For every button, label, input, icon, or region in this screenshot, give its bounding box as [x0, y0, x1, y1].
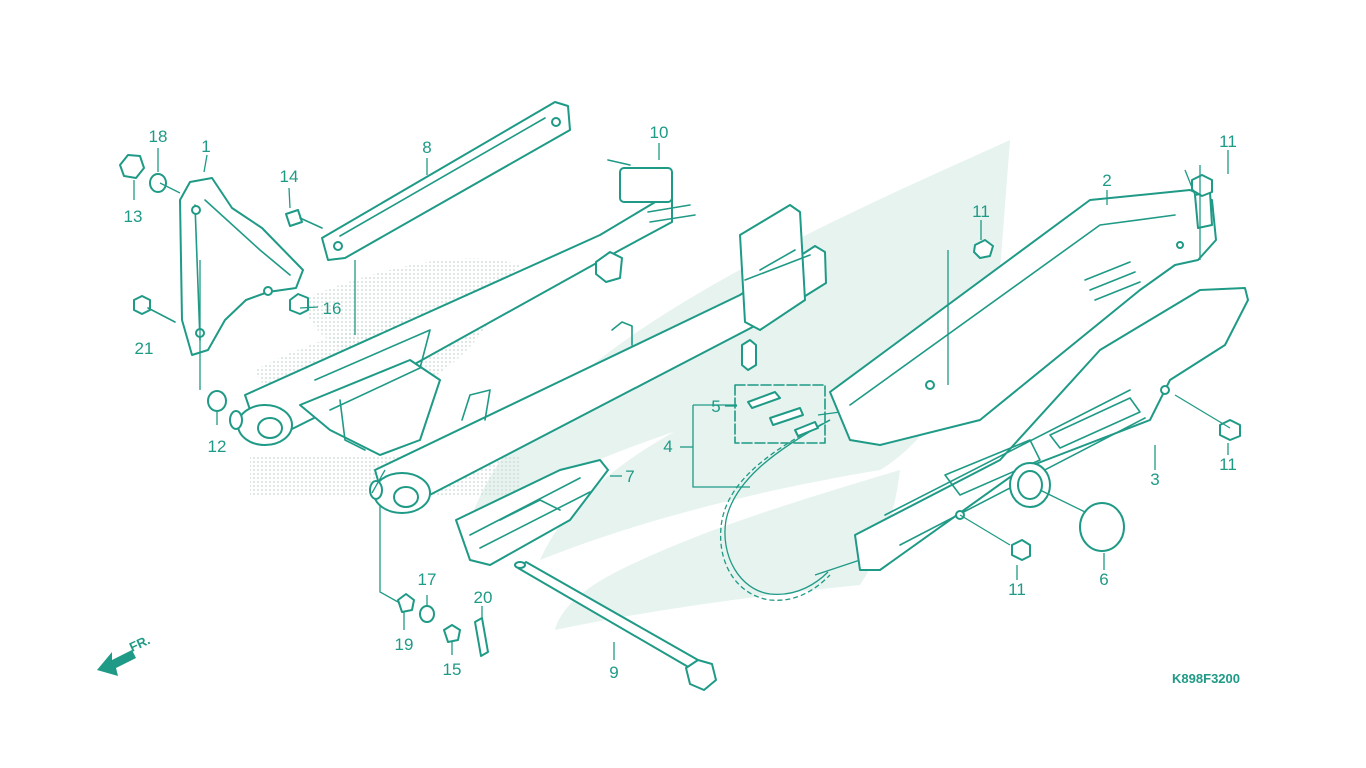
callout-7[interactable]: 7	[625, 467, 634, 486]
nut-part-16[interactable]	[289, 293, 309, 315]
callout-19[interactable]: 19	[395, 635, 414, 654]
bolt-part-11-lower[interactable]	[1011, 539, 1031, 561]
callout-16[interactable]: 16	[323, 299, 342, 318]
washer-part-12[interactable]	[207, 390, 227, 412]
callout-13[interactable]: 13	[124, 207, 143, 226]
washer-part-18[interactable]	[149, 173, 167, 193]
callout-3[interactable]: 3	[1150, 470, 1159, 489]
chain-slider-part-7[interactable]	[455, 459, 609, 566]
bolt-part-11-right[interactable]	[1219, 419, 1241, 441]
chain-case-lower-part-3[interactable]	[854, 287, 1249, 571]
drawing-code: K898F3200	[1172, 671, 1240, 686]
callout-11-right[interactable]: 11	[1219, 455, 1237, 474]
nut-part-19[interactable]	[397, 593, 415, 613]
callout-12[interactable]: 12	[208, 437, 227, 456]
callout-11-lower[interactable]: 11	[1008, 580, 1026, 599]
callout-9[interactable]: 9	[609, 663, 618, 682]
callout-14[interactable]: 14	[280, 167, 299, 186]
nut-part-13[interactable]	[119, 154, 145, 179]
callout-1[interactable]: 1	[201, 137, 210, 156]
inspection-cap-part-6[interactable]	[1079, 502, 1125, 552]
bolt-part-11-right-top[interactable]	[1191, 174, 1213, 197]
bolt-part-21[interactable]	[133, 295, 151, 315]
callout-2[interactable]: 2	[1102, 171, 1111, 190]
pivot-bolt-part-9[interactable]	[514, 561, 717, 691]
master-link-part-5[interactable]	[734, 384, 826, 444]
callout-6[interactable]: 6	[1099, 570, 1108, 589]
front-direction-arrow: FR.	[97, 632, 152, 676]
nut-part-15[interactable]	[443, 624, 461, 643]
chain-case-upper-part-2[interactable]	[829, 189, 1217, 446]
washer-part-17[interactable]	[419, 605, 435, 623]
swing-arm[interactable]	[229, 159, 827, 514]
pin-part-20[interactable]	[474, 617, 489, 657]
direction-label: FR.	[127, 632, 152, 654]
hardware	[119, 154, 1241, 657]
callout-5[interactable]: 5	[711, 397, 720, 416]
bolt-part-14[interactable]	[285, 209, 303, 227]
chain-adjuster-stay-part-8[interactable]	[321, 101, 571, 261]
bolt-part-11-upper[interactable]	[973, 239, 994, 259]
leader-lines	[133, 143, 1231, 660]
callout-15[interactable]: 15	[443, 660, 462, 679]
sprocket-cover-part-1[interactable]	[179, 177, 304, 356]
callout-21[interactable]: 21	[135, 339, 154, 358]
drive-chain-part-4[interactable]	[720, 409, 861, 601]
callout-4[interactable]: 4	[663, 437, 672, 456]
callout-20[interactable]: 20	[474, 588, 493, 607]
callout-18[interactable]: 18	[149, 127, 168, 146]
callout-labels: 1 2 3 4 5 6 7 8 9 10 11 11 11 11 12 13 1…	[124, 123, 1237, 682]
callout-8[interactable]: 8	[422, 138, 431, 157]
callout-11-upper[interactable]: 11	[972, 202, 990, 221]
callout-10[interactable]: 10	[650, 123, 669, 142]
callout-17[interactable]: 17	[418, 570, 437, 589]
callout-11-right-top[interactable]: 11	[1219, 132, 1237, 151]
